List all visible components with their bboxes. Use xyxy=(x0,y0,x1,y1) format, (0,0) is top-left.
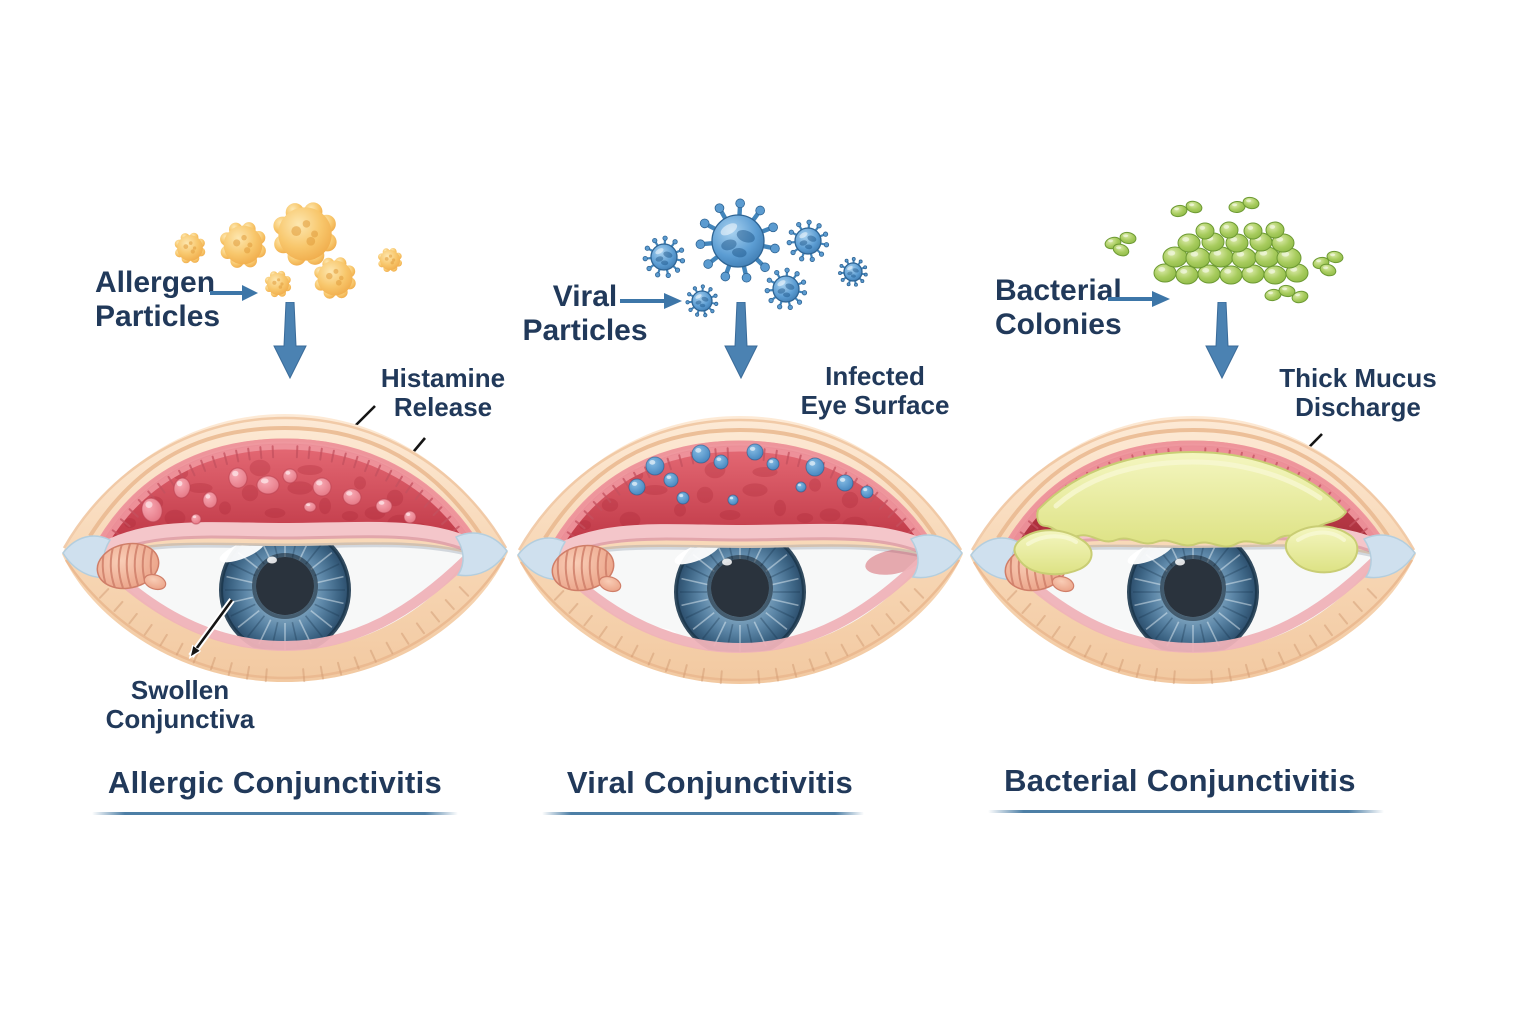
down-arrow-icon xyxy=(1205,302,1239,380)
right-arrow-icon xyxy=(210,285,258,301)
allergic-eye-illustration xyxy=(62,414,508,683)
thick-mucus-discharge-label: Thick Mucus Discharge xyxy=(1279,363,1437,423)
allergic-title-underline xyxy=(92,812,458,815)
histamine-release-label: Histamine Release xyxy=(380,363,506,423)
right-arrow-icon xyxy=(1108,291,1170,307)
allergen-particles-label: Allergen Particles xyxy=(95,266,275,333)
virus-particles-icon xyxy=(642,198,868,318)
infected-eye-surface-label: Infected Eye Surface xyxy=(800,361,950,421)
down-arrow-icon xyxy=(724,302,758,380)
viral-particles-label: Viral Particles xyxy=(522,280,648,347)
allergen-label-line2: Particles xyxy=(95,299,221,333)
down-arrow-icon xyxy=(273,302,307,380)
allergic-title: Allergic Conjunctivitis xyxy=(107,765,443,800)
bacterial-eye-illustration xyxy=(970,416,1416,685)
viral-eye-illustration xyxy=(517,416,963,685)
swollen-conjunctiva-label: Swollen Conjunctiva xyxy=(105,675,255,735)
viral-title-underline xyxy=(542,812,864,815)
allergen-label-line1: Allergen xyxy=(95,266,216,299)
allergen-particles-icon xyxy=(174,202,402,299)
bacteria-colonies-icon xyxy=(1104,196,1344,304)
bacterial-title: Bacterial Conjunctivitis xyxy=(1004,763,1356,798)
annotation-arrow-icon xyxy=(188,598,235,666)
bacterial-colonies-label: Bacterial Colonies xyxy=(995,274,1122,341)
viral-title: Viral Conjunctivitis xyxy=(566,765,854,800)
bacterial-title-underline xyxy=(988,810,1384,813)
right-arrow-icon xyxy=(620,293,682,309)
